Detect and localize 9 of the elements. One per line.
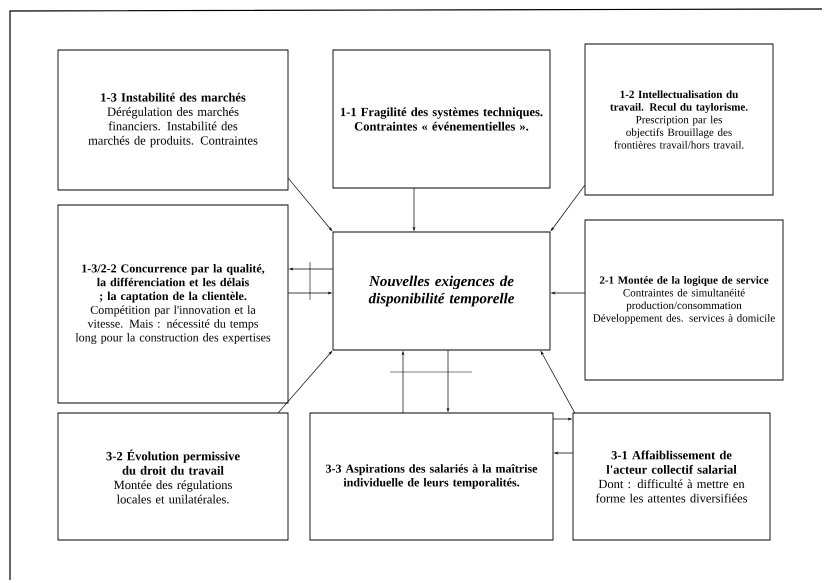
center-box: Nouvelles exigences de disponibilité temporelle [332, 232, 550, 350]
text-box: 1-3 Instabilité des marchés Dérégulation des marchés financiers. Instabilité des marchés de produits. Contraintes [58, 50, 288, 190]
text-box: 1-2 Intellectualisation du travail. Recul du taylorisme. Prescription par les objectifs Brouillage des frontières travail/hors travail. [584, 44, 774, 196]
text-box: 3-2 Évolution permissive du droit du travail Montée des régulations locales et unilatérales. [58, 412, 288, 540]
text-box: 1-3/2-2 Concurrence par la qualité, la différenciation et les délais ; la captation de la clientèle. Compétition par l'innovation et la vitesse. Mais : nécessité du temps long pour la construction des expertises [58, 204, 288, 404]
text-box: 3-1 Affaiblissement de l'acteur collectif salarial Dont : difficulté à mettre en forme les attentes diversifiées [572, 412, 770, 540]
text-box: 2-1 Montée de la logique de service Contraintes de simultanéité production/consommation Développement des. services à domicile [584, 220, 784, 380]
text-box: 3-3 Aspirations des salariés à la maîtrise individuelle de leurs temporalités. [310, 412, 554, 540]
text-box: 1-1 Fragilité des systèmes techniques. Contraintes « événementielles ». [332, 50, 550, 188]
